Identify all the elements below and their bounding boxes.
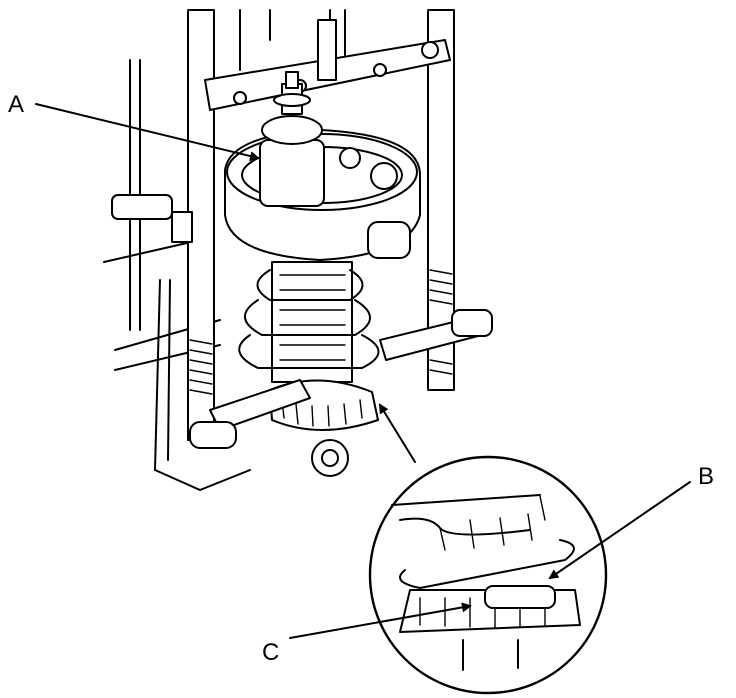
- compressor-frame: [103, 9, 346, 491]
- top-bracket: [204, 19, 451, 111]
- shock-upper-mount: [259, 71, 325, 207]
- coil-spring: [238, 261, 380, 383]
- detail-inset: [368, 455, 608, 695]
- leader-line-c: [289, 602, 472, 639]
- leader-line-a: [35, 103, 260, 161]
- callout-label-a: A: [8, 91, 24, 118]
- leader-line-b: [548, 481, 691, 580]
- callout-label-b: B: [698, 463, 714, 490]
- inset-pointer-arrow: [378, 403, 416, 463]
- lower-cross-bars: [189, 309, 493, 449]
- callout-label-c: C: [262, 639, 279, 666]
